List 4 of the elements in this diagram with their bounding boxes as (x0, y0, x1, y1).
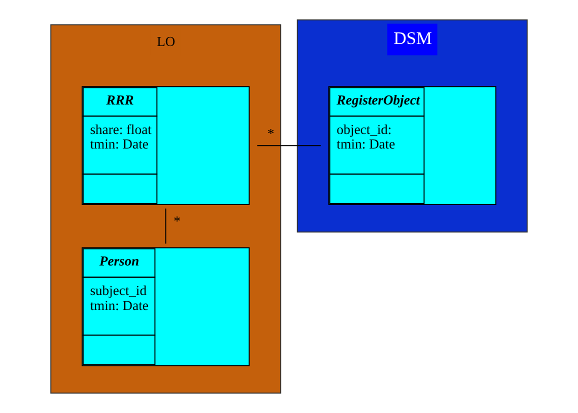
connector (165, 208, 166, 244)
connector (256, 145, 322, 146)
edge-label: * (174, 214, 181, 229)
edge-label: * (267, 126, 274, 141)
